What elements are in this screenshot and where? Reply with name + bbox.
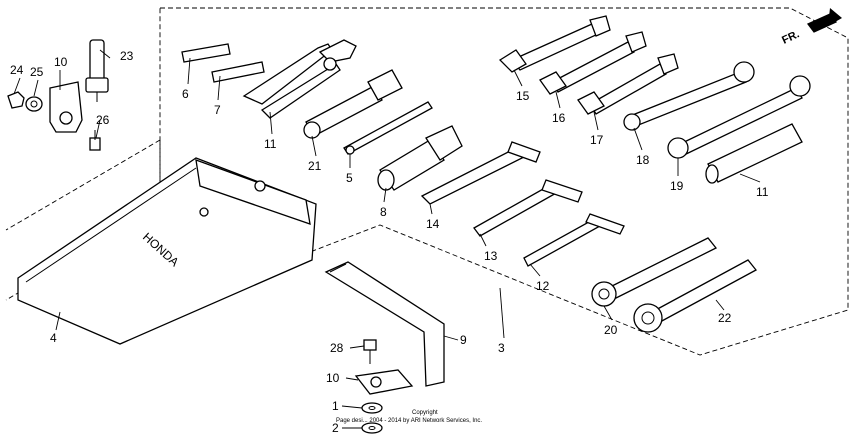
part-27-screw [89, 130, 101, 151]
part-15-hex-key [420, 141, 541, 205]
label-13: 12 [536, 279, 550, 293]
part-9-strap [324, 261, 445, 387]
label-12: 11 [756, 185, 769, 199]
label-18: 17 [590, 133, 604, 147]
label-16: 15 [516, 89, 530, 103]
part-25-bolt [7, 91, 25, 109]
part-19-ring-wrench [623, 61, 755, 131]
part-18-wrench [577, 53, 679, 115]
label-23: 22 [718, 311, 732, 325]
part-4-tool-bag: HONDA [17, 157, 317, 345]
part-16-wrench [498, 15, 611, 73]
copyright-line-2: Page desi... 2004 - 2014 by ARI Network … [336, 418, 482, 424]
part-22-socket-wrench [303, 69, 403, 139]
front-arrow-icon [806, 8, 842, 33]
label-3: 3 [498, 341, 505, 355]
part-24-pin [85, 39, 109, 102]
label-25: 24 [10, 63, 24, 77]
label-26: 25 [30, 65, 44, 79]
label-10-lower: 10 [326, 371, 340, 385]
label-2: 2 [332, 421, 339, 435]
label-27: 26 [96, 113, 110, 127]
label-14: 13 [484, 249, 498, 263]
label-4: 4 [50, 331, 57, 345]
label-7: 7 [214, 103, 221, 117]
part-11-pliers [242, 39, 357, 119]
label-17: 16 [552, 111, 566, 125]
label-11: 11 [264, 137, 277, 151]
frame-main-tools [159, 7, 849, 356]
copyright-line-1: Copyright [412, 410, 438, 416]
label-1: 1 [332, 399, 339, 413]
label-9: 9 [460, 333, 467, 347]
part-7-key [211, 61, 265, 83]
label-15: 14 [426, 217, 440, 231]
front-indicator-label: FR. [780, 28, 801, 46]
part-2-washer [361, 422, 383, 434]
part-8-screwdriver-handle [377, 125, 463, 191]
label-5: 5 [346, 171, 353, 185]
part-26-collar [25, 96, 43, 112]
label-21: 20 [604, 323, 618, 337]
label-8: 8 [380, 205, 387, 219]
part-23-spanner [633, 259, 757, 333]
part-5-screwdriver-shaft [343, 101, 433, 155]
part-1-washer [361, 402, 383, 414]
part-12-grip [705, 123, 803, 184]
frame-divider [5, 139, 161, 231]
part-28-bolt [363, 339, 377, 364]
leader-lines [13, 49, 761, 429]
label-10-upper: 10 [54, 55, 68, 69]
part-13-hex-key [523, 213, 625, 267]
part-10-bracket-lower [354, 369, 414, 395]
label-28: 28 [330, 341, 344, 355]
part-14-hex-key [473, 179, 583, 237]
label-20: 19 [670, 179, 684, 193]
part-6-key [181, 43, 231, 63]
label-22: 21 [308, 159, 322, 173]
label-6: 6 [182, 87, 189, 101]
label-24: 23 [120, 49, 134, 63]
part-17-wrench [539, 31, 647, 95]
label-19: 18 [636, 153, 650, 167]
part-10-bracket-upper [49, 81, 83, 133]
